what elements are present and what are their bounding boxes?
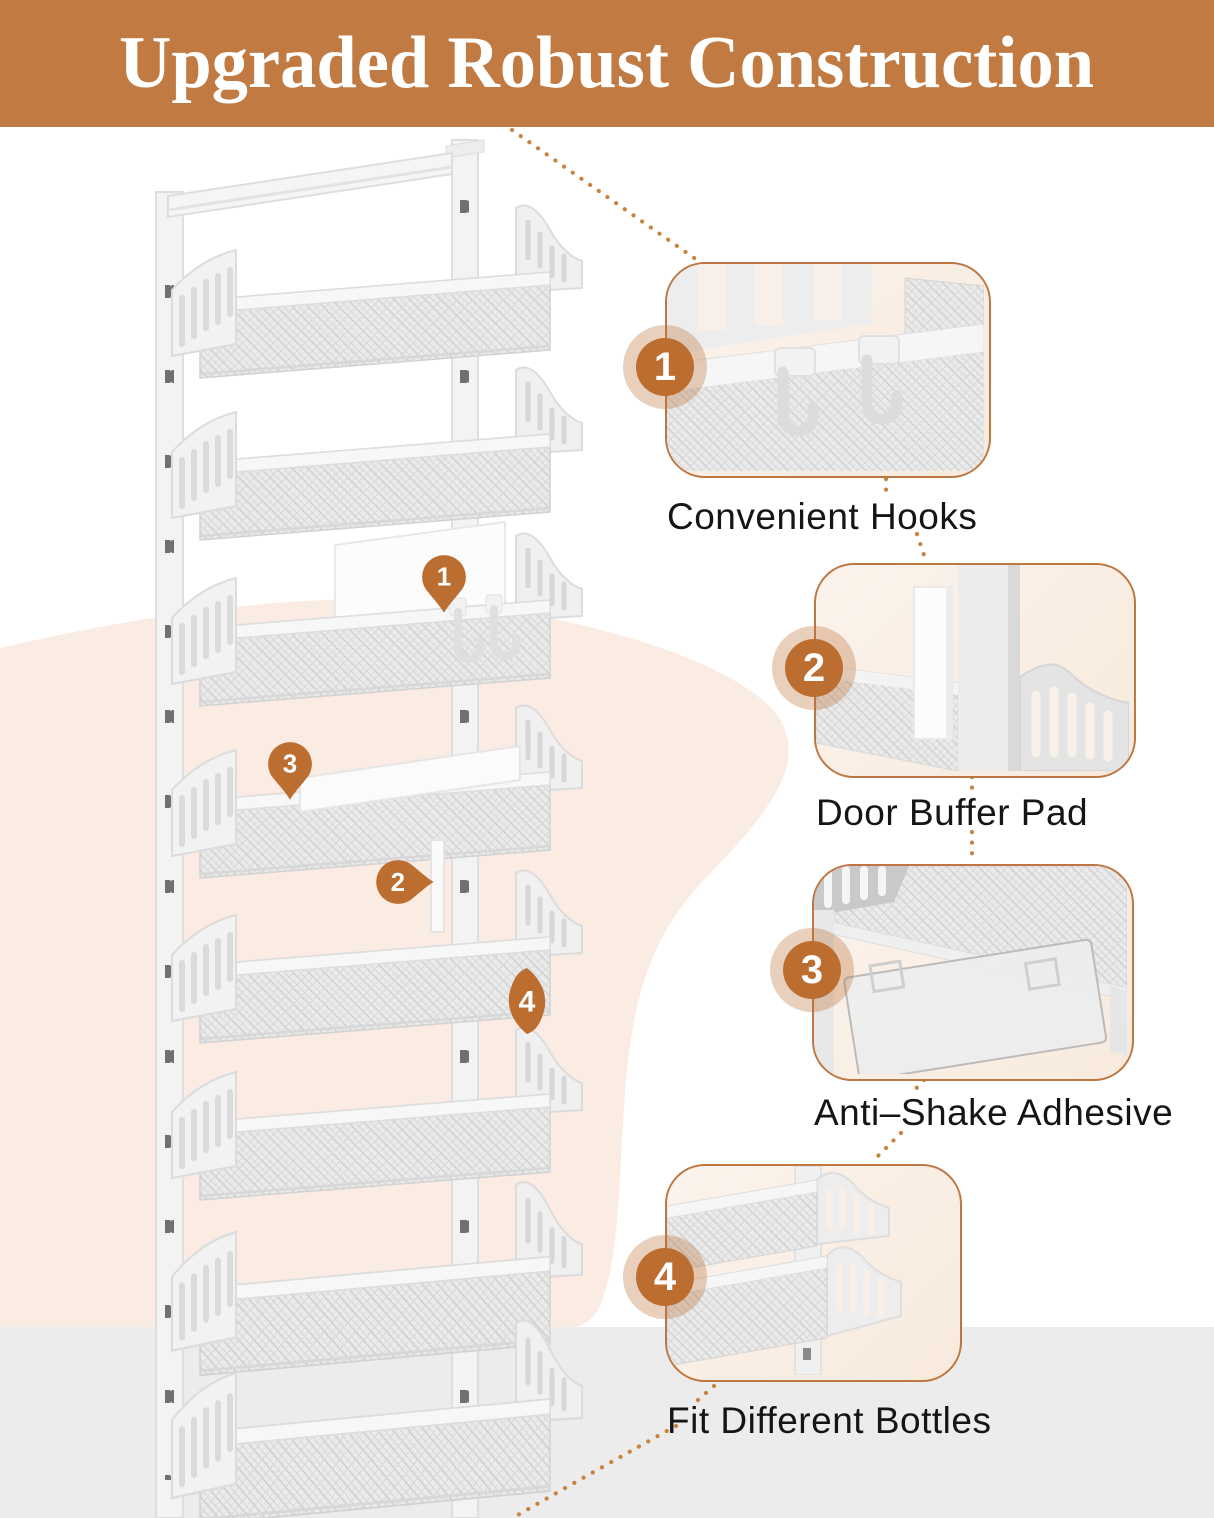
shelf-2 — [172, 367, 582, 540]
door-buffer-board — [334, 520, 506, 670]
callout-4-badge: 4 — [623, 1235, 707, 1319]
callout-3-badge: 3 — [770, 928, 854, 1012]
product-badge-4 leaf-icon: 4 — [508, 968, 546, 1034]
product-badge-1 pin-down-icon: 1 — [422, 555, 466, 613]
callout-card-1 — [665, 262, 991, 478]
right-hanging-rail — [451, 139, 479, 1518]
callout-1-badge: 1 — [623, 325, 707, 409]
connector-banner-to-callout-1 — [509, 127, 700, 263]
connector-caption-4-tail — [513, 1423, 679, 1518]
gray-floor-band — [0, 1327, 1214, 1518]
hooks-detail-image — [667, 264, 984, 471]
badge-number: 1 — [636, 338, 694, 396]
callout-card-2 — [814, 563, 1136, 778]
callout-4-caption: Fit Different Bottles — [667, 1400, 992, 1441]
badge-number: 2 — [785, 639, 843, 697]
left-hanging-rail — [155, 191, 184, 1518]
svg-text:2: 2 — [391, 869, 405, 897]
badge-number: 4 — [636, 1248, 694, 1306]
shelf-1 — [172, 205, 582, 378]
callout-2-badge: 2 — [772, 626, 856, 710]
buffer-strip-on-shelf — [299, 744, 521, 814]
svg-text:1: 1 — [437, 564, 451, 592]
top-door-frame-bar — [167, 139, 485, 219]
svg-text:4: 4 — [519, 986, 536, 1019]
title-banner: Upgraded Robust Construction — [0, 0, 1214, 127]
page-title: Upgraded Robust Construction — [119, 22, 1095, 104]
callout-card-3 — [812, 864, 1134, 1081]
product-badge-3 pin-down-icon: 3 — [268, 742, 312, 800]
connector-callout-4-to-caption — [695, 1376, 725, 1403]
shelf-8 — [172, 1320, 582, 1518]
shelf-4 — [172, 705, 582, 878]
shelf-6 — [172, 1027, 582, 1200]
callout-1-caption: Convenient Hooks — [667, 496, 978, 537]
callout-3-caption: Anti–Shake Adhesive — [814, 1092, 1174, 1133]
svg-text:3: 3 — [283, 751, 297, 779]
shelf-7 — [172, 1182, 582, 1375]
badge-number: 3 — [783, 941, 841, 999]
callout-card-4 — [665, 1164, 962, 1382]
callout-2-caption: Door Buffer Pad — [816, 792, 1089, 833]
product-badge-2 pin-right-icon: 2 — [376, 860, 434, 904]
adhesive-detail-image — [814, 866, 1127, 1074]
shelf-3 — [172, 533, 582, 706]
bottles-detail-image — [667, 1166, 902, 1375]
connector-caption-3-to-callout-4 — [870, 1130, 904, 1164]
buffer-pad-detail-image — [816, 565, 1129, 771]
